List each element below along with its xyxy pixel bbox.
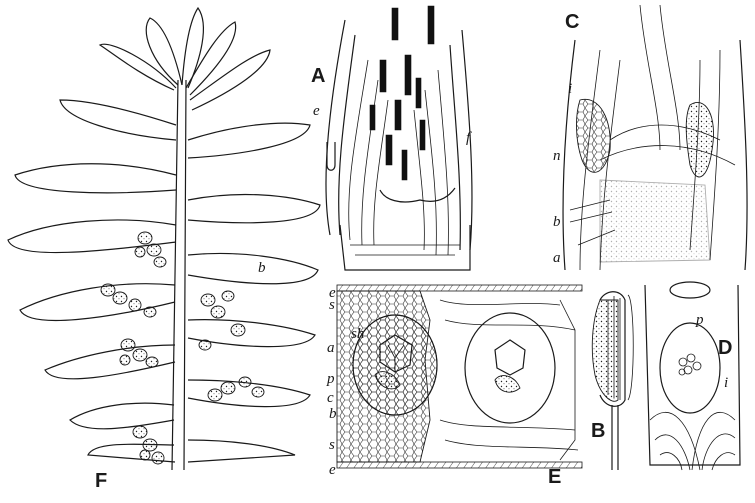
label-c-n: n [553,148,561,164]
figure-e-stem-section: e s sh a p c b s e E [326,285,582,488]
label-e-e-bottom: e [329,462,336,478]
figure-b-strobilus: B [591,292,633,470]
panel-letter-d: D [718,337,732,359]
label-e-b: b [329,406,337,422]
panel-letter-c: C [565,11,579,33]
figure-f-shoot: F b [8,8,320,492]
label-d-p: p [695,312,704,328]
figure-d-sporangium: p D i [645,282,740,470]
label-e-sh: sh [351,326,364,342]
label-e-p: p [326,371,335,387]
label-d-i: i [724,375,728,391]
label-e-s-top: s [329,297,335,313]
panel-letter-b: B [591,420,605,442]
figure-c-section: C i n b a [553,5,747,270]
label-e-a: a [327,340,335,356]
panel-letter-a: A [311,65,325,87]
label-c-a: a [553,250,561,266]
label-e-s-bottom: s [329,437,335,453]
panel-letter-e: E [548,466,561,488]
label-c-i: i [568,81,572,97]
figure-a-cone-section: A e f [311,6,472,270]
label-f-b: b [258,260,266,276]
label-a-e: e [313,103,320,119]
label-e-c: c [327,390,334,406]
panel-letter-f: F [95,470,107,492]
label-c-b: b [553,214,561,230]
